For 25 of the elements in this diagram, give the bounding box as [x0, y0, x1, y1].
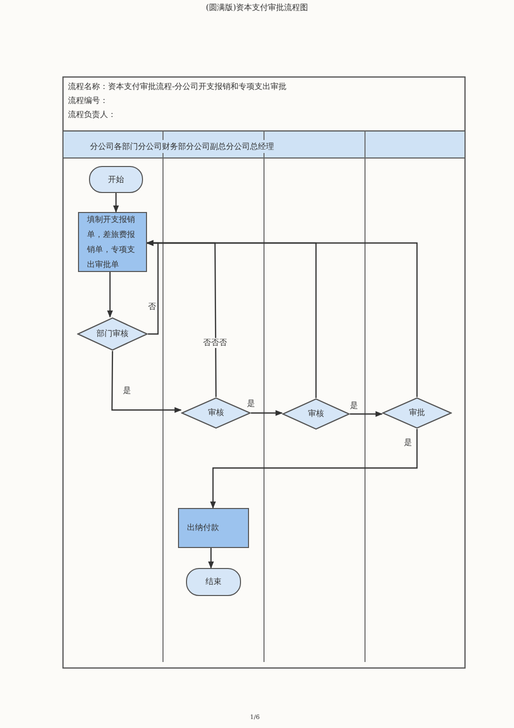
header-text: 流程编号：	[68, 95, 108, 106]
arrow	[210, 429, 418, 509]
edge-label: 否	[147, 302, 157, 312]
lane-header-text: 分公司各部门分公司财务部分公司副总分公司总经理	[88, 140, 276, 153]
terminal-box: 开始	[89, 166, 143, 193]
arrow	[251, 410, 283, 416]
arrow	[111, 351, 182, 413]
edge-label: 是	[349, 401, 359, 411]
arrow	[107, 272, 113, 318]
header-text: 流程名称：资本支付审批流程-分公司开支报销和专项支出审批	[68, 81, 287, 92]
terminal-box: 结束	[186, 568, 241, 596]
decision-diamond: 审批	[382, 397, 452, 429]
header-text: 流程负责人：	[68, 109, 116, 120]
title: (圆满版)资本支付审批流程图	[206, 2, 308, 13]
edge-label: 否否否	[202, 338, 228, 348]
arrow	[113, 193, 119, 213]
edge-label: 是	[403, 438, 413, 448]
process-box: 出纳付款	[178, 508, 249, 548]
decision-diamond: 审核	[282, 398, 350, 430]
process-box: 填制开支报销单，差旅费报销单，专项支出审批单	[78, 212, 147, 272]
arrow	[350, 411, 383, 417]
arrow	[208, 548, 214, 569]
arrow	[146, 240, 418, 397]
decision-diamond: 部门审核	[77, 317, 148, 351]
edge-label: 是	[122, 386, 132, 396]
